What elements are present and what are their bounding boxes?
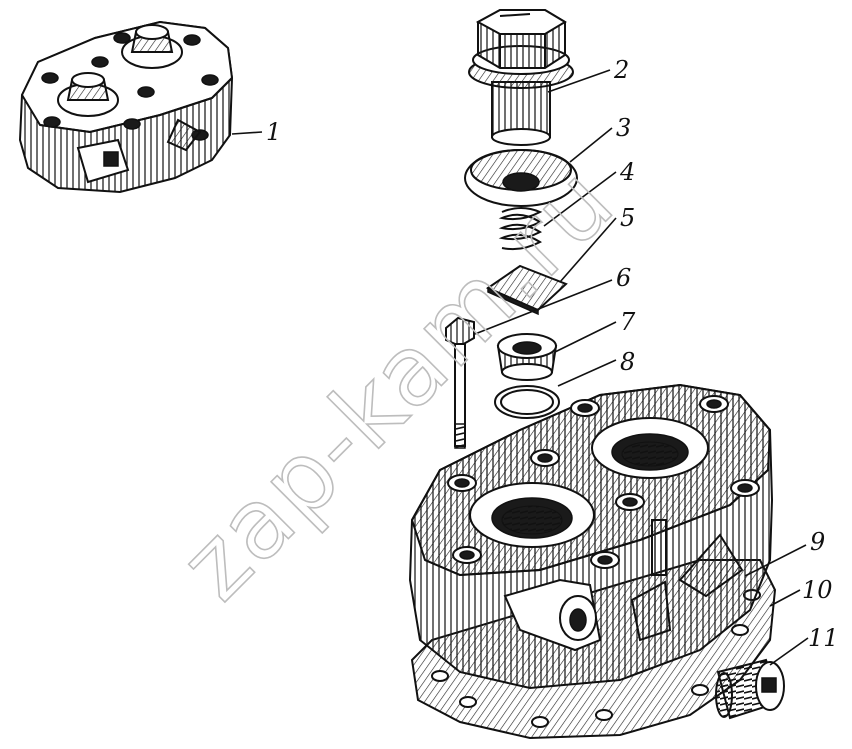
part-9-bolt-holes: [447, 395, 760, 569]
part-1-cylinder-head-assembled: [18, 20, 234, 194]
part-7-valve-seat: [496, 333, 558, 381]
part-6-long-bolt: [445, 316, 475, 449]
part-3-valve-disc: [464, 149, 578, 207]
callout-8: 8: [620, 348, 635, 376]
callout-7: 7: [620, 308, 636, 336]
callout-3: 3: [616, 114, 631, 142]
part-2-hex-plug: [468, 9, 574, 146]
part-4-spring: [498, 207, 543, 251]
part-9-cylinder-head-body: [408, 383, 774, 690]
callout-labels: 1 2 3 4 5 6 7 8 9 10 11: [266, 56, 839, 652]
part-11-threaded-plug: [715, 658, 785, 720]
callout-9: 9: [810, 528, 825, 556]
callout-4: 4: [619, 158, 635, 186]
part-5-square-plate: [485, 264, 568, 316]
callout-1: 1: [266, 118, 281, 146]
part-9-threaded-bores: [469, 417, 709, 548]
callout-11: 11: [808, 624, 839, 652]
callout-2: 2: [613, 56, 629, 84]
callout-5: 5: [620, 204, 635, 232]
part-9-side-port: [503, 578, 602, 652]
leader-lines: [231, 69, 809, 666]
part-8-o-ring: [494, 385, 560, 419]
part-1-valve-plugs: [57, 24, 183, 117]
callout-10: 10: [802, 576, 833, 604]
callout-6: 6: [616, 264, 631, 292]
